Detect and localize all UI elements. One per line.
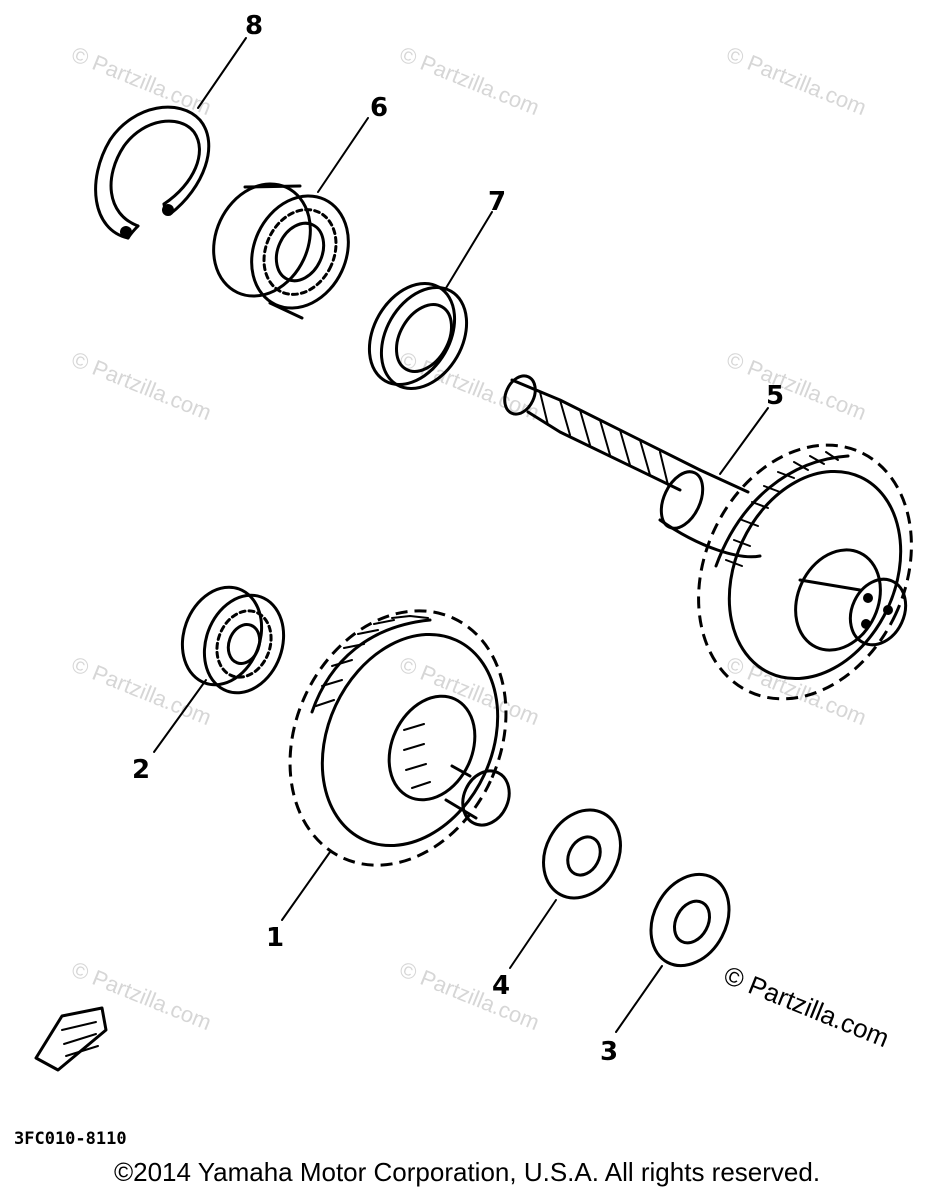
watermark-prominent: © Partzilla.com [720, 960, 894, 1053]
part-3-washer[interactable] [636, 861, 745, 980]
callout-1[interactable]: 1 [266, 923, 284, 953]
part-5-gear-shaft[interactable] [499, 371, 934, 734]
callout-3[interactable]: 3 [600, 1037, 618, 1067]
forward-arrow-icon [34, 1006, 108, 1072]
leader-3 [615, 965, 663, 1033]
leader-6 [317, 117, 369, 193]
leader-7 [445, 211, 493, 289]
callout-7[interactable]: 7 [488, 187, 506, 217]
part-7-oil-seal[interactable] [352, 268, 484, 404]
callout-5[interactable]: 5 [766, 381, 784, 411]
copyright-notice: ©2014 Yamaha Motor Corporation, U.S.A. A… [113, 1157, 821, 1187]
part-8-circlip[interactable] [94, 105, 211, 240]
part-1-primary-gear[interactable] [250, 575, 546, 900]
callout-8[interactable]: 8 [245, 11, 263, 41]
watermark: © Partzilla.com [396, 651, 543, 730]
leader-4 [509, 899, 557, 969]
callout-2[interactable]: 2 [132, 755, 150, 785]
watermark: © Partzilla.com [68, 651, 215, 730]
watermark: © Partzilla.com [723, 41, 870, 120]
leader-8 [197, 37, 247, 109]
watermark: © Partzilla.com [723, 651, 870, 730]
watermark: © Partzilla.com [723, 346, 870, 425]
callout-4[interactable]: 4 [492, 971, 510, 1001]
watermark: © Partzilla.com [68, 41, 215, 120]
part-6-bearing[interactable] [196, 168, 366, 324]
part-2-bearing[interactable] [169, 576, 297, 704]
leader-5 [719, 407, 769, 475]
leader-2 [153, 679, 207, 753]
leader-1 [281, 851, 331, 921]
callout-6[interactable]: 6 [370, 93, 388, 123]
watermark: © Partzilla.com [68, 346, 215, 425]
diagram-code: 3FC010-8110 [14, 1129, 127, 1149]
watermark-group: © Partzilla.com © Partzilla.com © Partzi… [68, 41, 870, 1035]
watermark: © Partzilla.com [396, 41, 543, 120]
watermark: © Partzilla.com [396, 956, 543, 1035]
part-4-washer[interactable] [529, 796, 636, 911]
